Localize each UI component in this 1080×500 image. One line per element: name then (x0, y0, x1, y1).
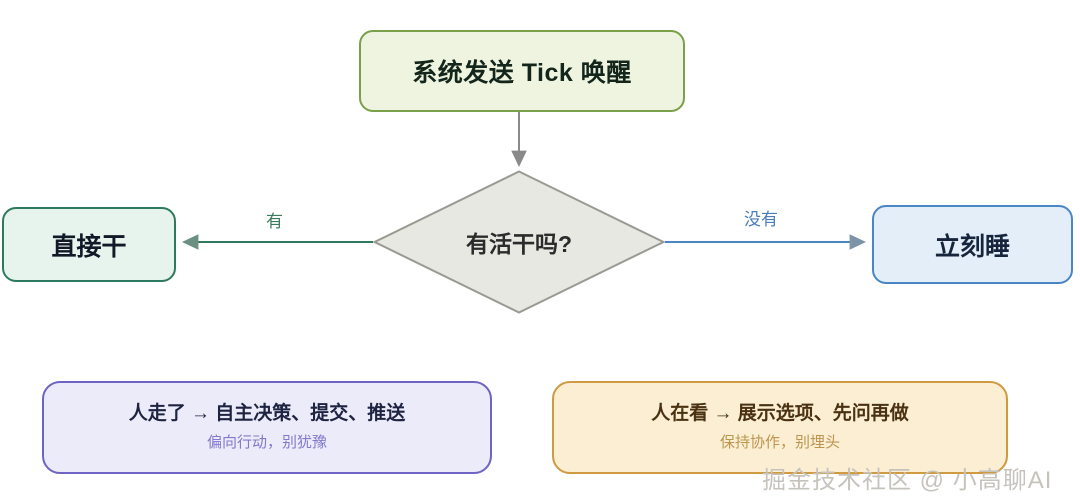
node-right-result-label: 立刻睡 (934, 232, 1010, 261)
note-card-orange-title: 人在看 → 展示选项、先问再做 (651, 403, 909, 425)
node-decision[interactable]: 有活干吗? (373, 170, 665, 314)
note-card-purple-subtitle: 偏向行动，别犹豫 (206, 434, 327, 452)
edge-label-yes: 有 (266, 212, 283, 231)
node-start-label: 系统发送 Tick 唤醒 (412, 59, 632, 87)
diamond-shape (373, 170, 665, 314)
node-left-result[interactable]: 直接干 (2, 207, 176, 282)
node-right-result[interactable]: 立刻睡 (872, 205, 1073, 284)
note-card-purple[interactable]: 人走了 → 自主决策、提交、推送 偏向行动，别犹豫 (42, 381, 492, 474)
node-decision-label: 有活干吗? (465, 231, 573, 257)
node-start[interactable]: 系统发送 Tick 唤醒 (359, 30, 685, 112)
edge-label-no: 没有 (744, 210, 778, 229)
watermark: 掘金技术社区 @ 小高聊AI (762, 467, 1053, 494)
note-card-orange-subtitle: 保持协作，别埋头 (719, 434, 840, 452)
note-card-purple-title: 人走了 → 自主决策、提交、推送 (128, 403, 406, 425)
node-left-result-label: 直接干 (51, 232, 127, 261)
note-card-orange[interactable]: 人在看 → 展示选项、先问再做 保持协作，别埋头 (552, 381, 1008, 474)
